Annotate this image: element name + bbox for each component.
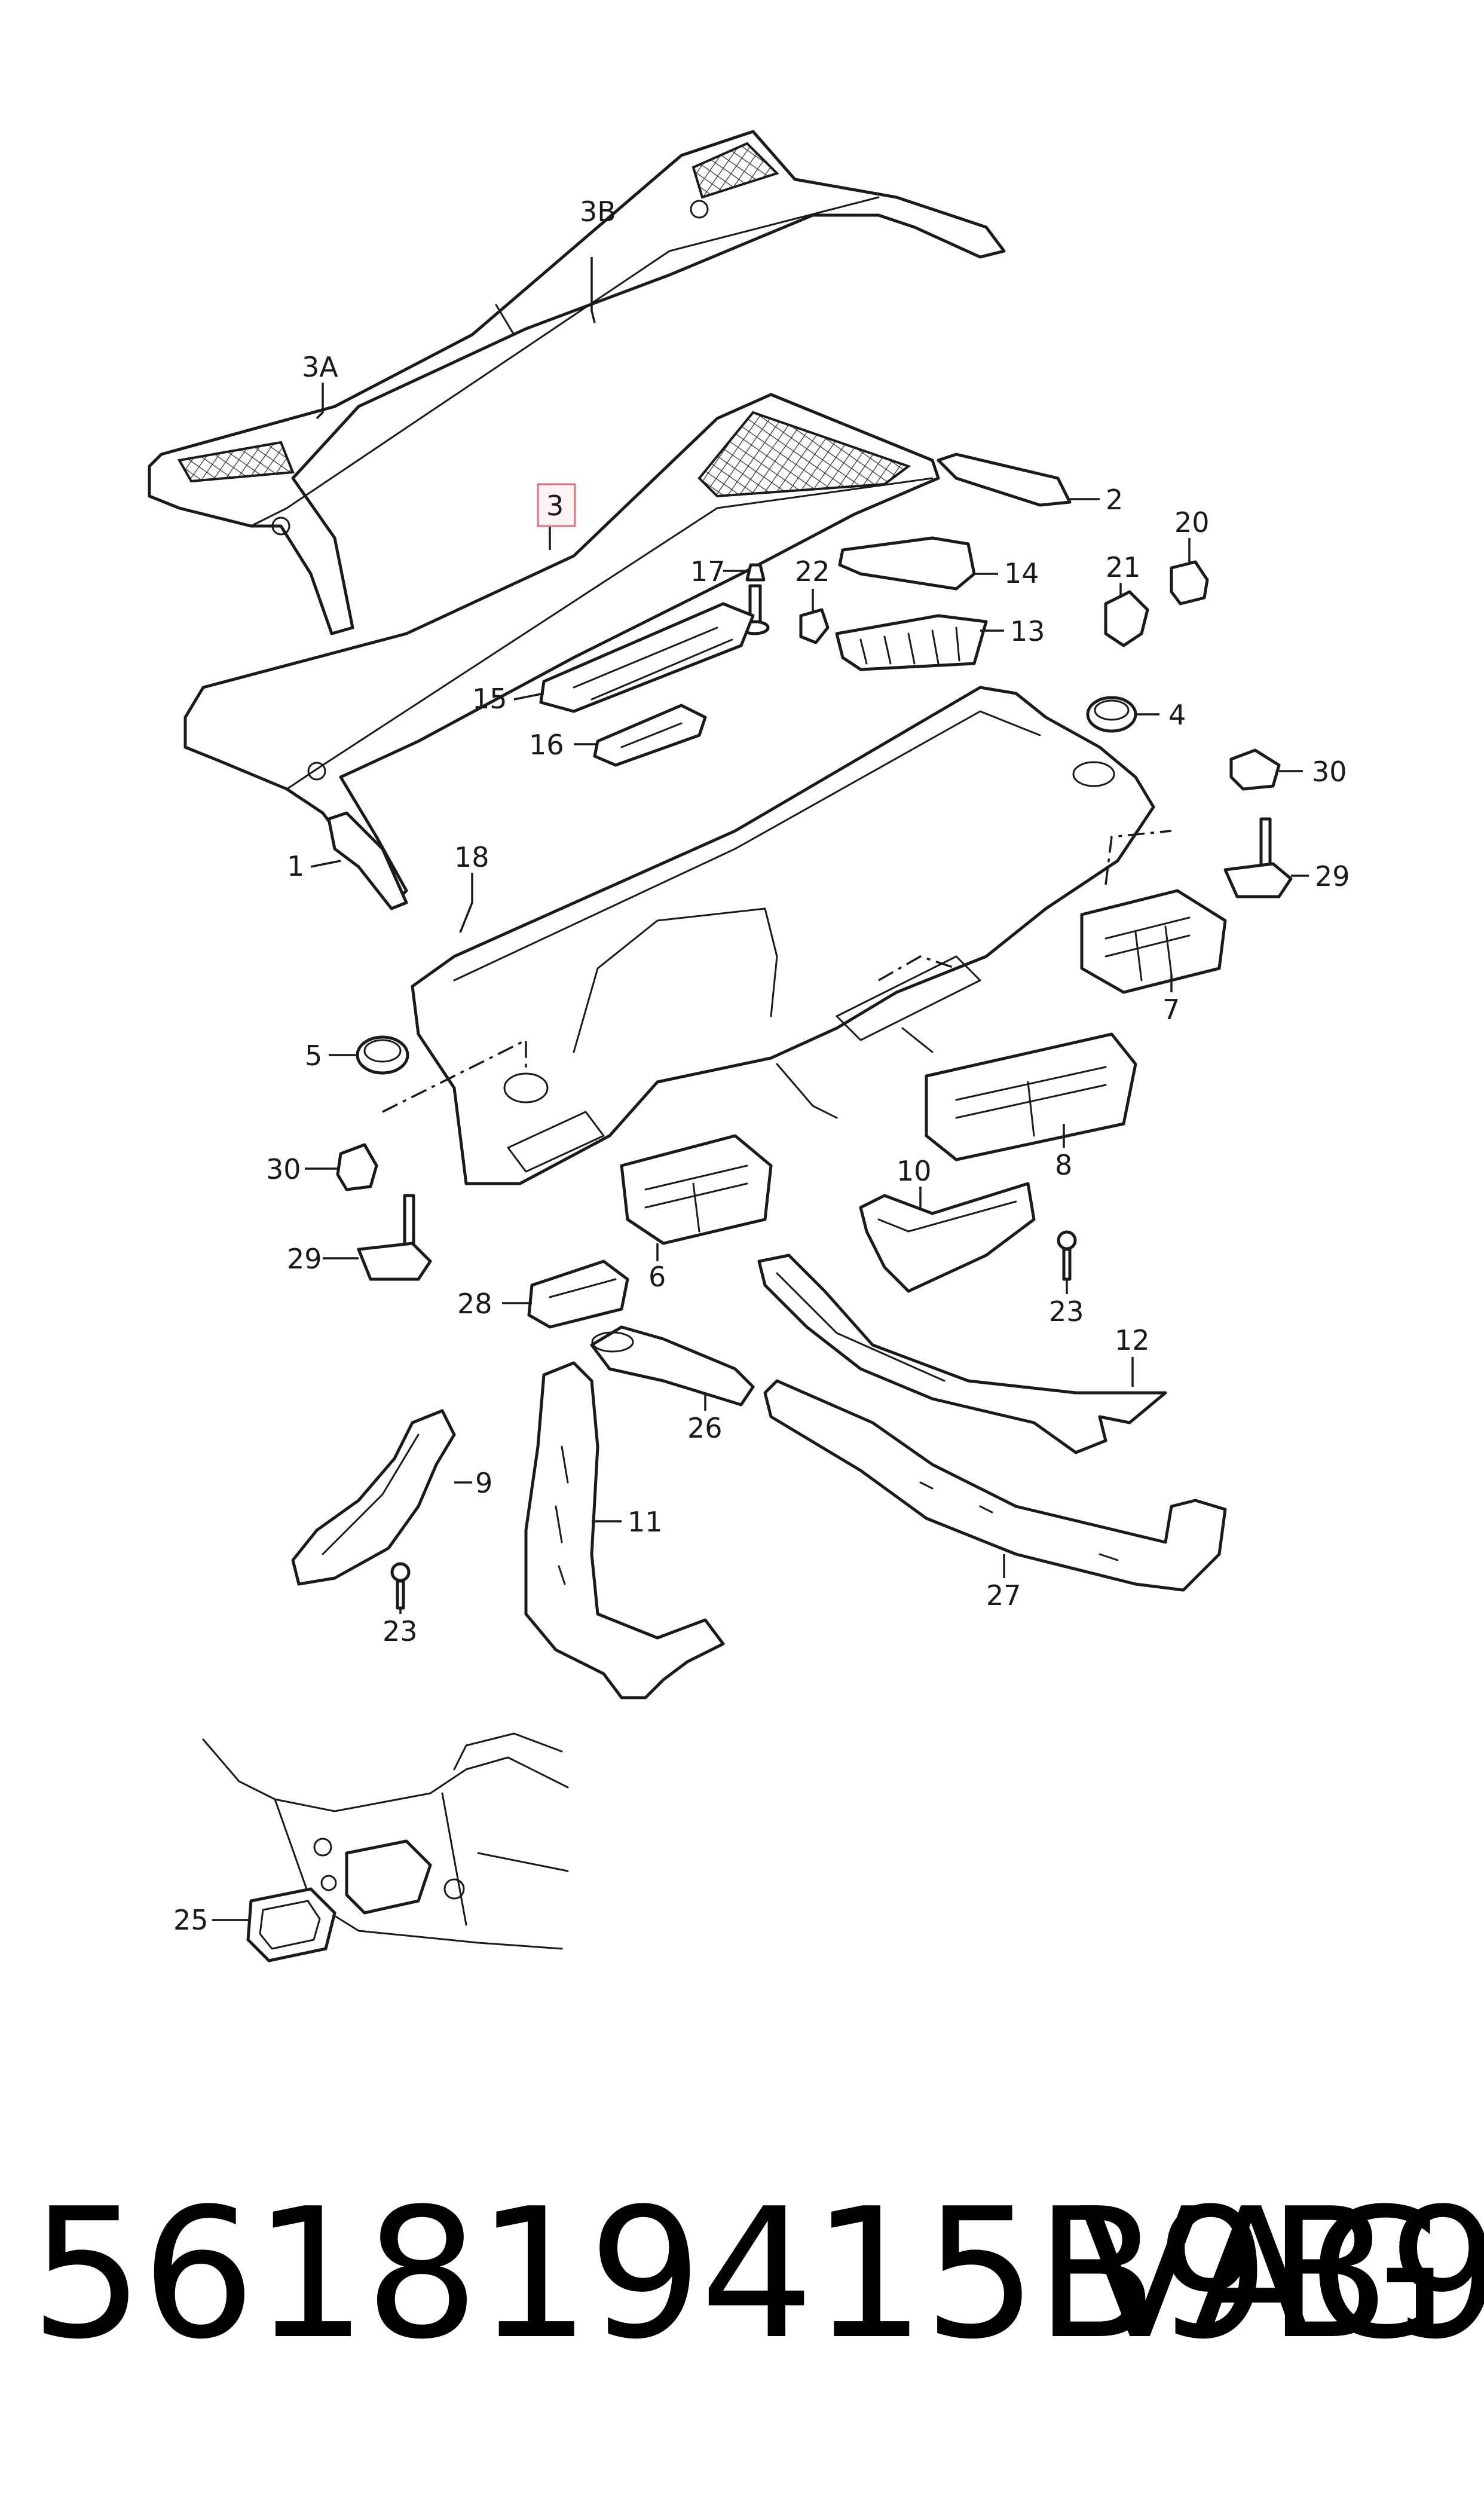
part-11-duct [524, 1361, 725, 1699]
part-29-stud-left [357, 1194, 432, 1281]
callout-23-right: 23 [1049, 1295, 1084, 1328]
callout-labels: 3B 3A 3 2 20 17 22 14 21 13 15 4 16 30 1… [173, 195, 1350, 1936]
part-23-screw-right [1057, 1230, 1077, 1281]
callout-22: 22 [795, 555, 830, 588]
callout-15: 15 [472, 683, 507, 715]
part-8-center-vent [925, 1032, 1137, 1161]
callout-23-left: 23 [383, 1615, 418, 1647]
part-5-speaker-cover [356, 1035, 409, 1075]
part-2-trim [937, 453, 1072, 507]
leader-lines [212, 257, 1309, 1921]
part-12-duct [757, 1254, 1167, 1454]
callout-29-right: 29 [1315, 860, 1350, 892]
callout-13: 13 [1010, 615, 1045, 647]
callout-26: 26 [687, 1412, 723, 1444]
part-21-clip [1104, 590, 1149, 647]
callout-30-left: 30 [266, 1153, 301, 1185]
part-29-stud-right [1223, 817, 1293, 898]
callout-2: 2 [1106, 484, 1123, 516]
callout-3: 3 [546, 490, 564, 522]
callout-10: 10 [896, 1155, 932, 1187]
callout-6: 6 [648, 1261, 666, 1293]
part-25-detail-view [202, 1732, 569, 1962]
callout-27: 27 [986, 1579, 1021, 1612]
part-16-small-vent [593, 704, 707, 767]
callout-4: 4 [1168, 699, 1186, 731]
callout-17: 17 [690, 555, 726, 588]
callout-16: 16 [529, 729, 564, 761]
callout-5: 5 [305, 1040, 322, 1072]
part-7-vent-right [1080, 889, 1227, 994]
part-15-defrost-vent [539, 602, 755, 713]
part-20-sensor [1170, 560, 1209, 606]
part-30-clip-right [1229, 748, 1281, 791]
part-18-dashboard [411, 686, 1155, 1185]
brand-name: VAG [1078, 2170, 1448, 2379]
part-4-speaker-cover [1086, 696, 1137, 733]
part-9-duct [291, 1409, 456, 1586]
callout-9: 9 [475, 1467, 492, 1499]
callout-18: 18 [454, 841, 489, 873]
part-13-grille [835, 614, 988, 671]
exploded-parts-diagram: 3B 3A 3 2 20 17 22 14 21 13 15 4 16 30 1… [148, 130, 1350, 1962]
part-26-duct [590, 1325, 755, 1407]
callout-7: 7 [1162, 993, 1180, 1026]
part-10-bracket [859, 1182, 1036, 1293]
callout-29-left: 29 [287, 1243, 322, 1275]
part-14-bracket [838, 536, 976, 591]
callout-21: 21 [1106, 551, 1141, 583]
callout-3a: 3A [302, 351, 338, 383]
callout-28: 28 [457, 1288, 492, 1320]
part-1-end-cap [327, 811, 408, 910]
callout-3-highlight [537, 483, 576, 527]
cowl-panel [183, 393, 940, 904]
assembly-dashed-lines [382, 830, 1172, 1113]
callout-1: 1 [287, 850, 304, 882]
part-27-duct [763, 1379, 1227, 1592]
callout-3b: 3B [580, 195, 616, 228]
part-22-nut [799, 608, 830, 644]
part-number: 561819415B9B9 [30, 2170, 1484, 2379]
footer: 561819415B9B9 VAG [30, 2170, 1484, 2379]
part-23-screw-left [390, 1562, 411, 1610]
callout-30-right: 30 [1312, 756, 1347, 788]
callout-8: 8 [1055, 1149, 1072, 1181]
part-28-duct [527, 1259, 629, 1329]
cowl-cover-upper [148, 130, 1006, 635]
callout-11: 11 [628, 1506, 663, 1538]
part-6-vent-left [620, 1134, 773, 1245]
callout-14: 14 [1004, 557, 1039, 589]
callout-12: 12 [1115, 1324, 1150, 1356]
callout-25: 25 [173, 1904, 209, 1936]
callout-20: 20 [1174, 506, 1210, 539]
part-30-clip-left [336, 1143, 378, 1191]
